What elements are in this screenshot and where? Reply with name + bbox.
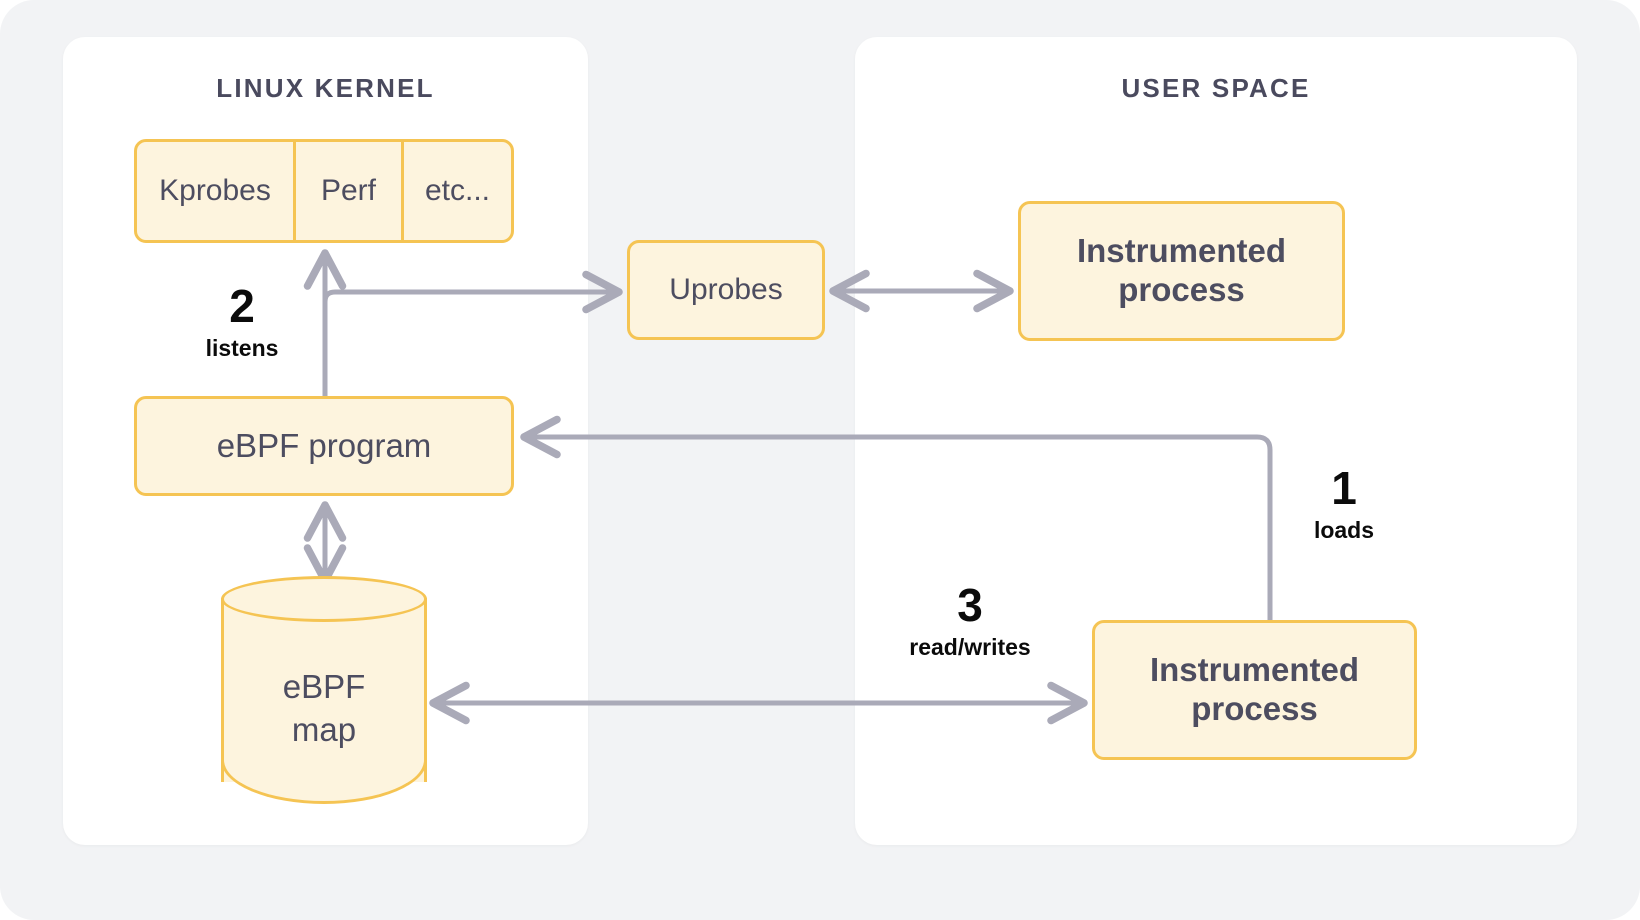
step-3-text: read/writes xyxy=(909,634,1031,660)
ebpf-map-line-2: map xyxy=(291,711,357,748)
node-instrumented-process-top[interactable]: Instrumented process xyxy=(1018,201,1345,341)
node-probe-row[interactable]: Kprobes Perf etc... xyxy=(134,139,514,243)
probe-cell-etc[interactable]: etc... xyxy=(401,142,511,240)
ebpf-map-line-1: eBPF xyxy=(282,668,366,706)
node-instrumented-process-bottom[interactable]: Instrumented process xyxy=(1092,620,1417,760)
cylinder-body-shape xyxy=(221,598,427,782)
step-label-1: 1 loads xyxy=(1264,465,1424,544)
step-1-text: loads xyxy=(1313,517,1375,543)
instrumented-bottom-line-1: Instrumented xyxy=(1149,651,1360,689)
panel-title-linux-kernel: LINUX KERNEL xyxy=(216,73,435,103)
node-ebpf-map[interactable]: eBPF map xyxy=(221,576,427,804)
panel-title-user-space: USER SPACE xyxy=(1121,73,1311,103)
step-3-number: 3 xyxy=(957,579,983,631)
node-ebpf-map-label: eBPF map xyxy=(221,634,427,784)
instrumented-bottom-line-2: process xyxy=(1191,690,1318,727)
step-2-text: listens xyxy=(205,335,279,361)
probe-cell-kprobes[interactable]: Kprobes xyxy=(159,174,271,207)
instrumented-top-line-2: process xyxy=(1118,271,1245,308)
step-label-2: 2 listens xyxy=(172,283,312,362)
instrumented-top-line-1: Instrumented xyxy=(1076,232,1287,270)
node-uprobes[interactable]: Uprobes xyxy=(627,240,825,340)
step-2-number: 2 xyxy=(229,280,255,332)
step-1-number: 1 xyxy=(1331,462,1357,514)
cylinder-top-shape xyxy=(221,576,427,622)
step-label-3: 3 read/writes xyxy=(880,582,1060,661)
node-ebpf-program[interactable]: eBPF program xyxy=(134,396,514,496)
probe-cell-perf[interactable]: Perf xyxy=(293,142,401,240)
